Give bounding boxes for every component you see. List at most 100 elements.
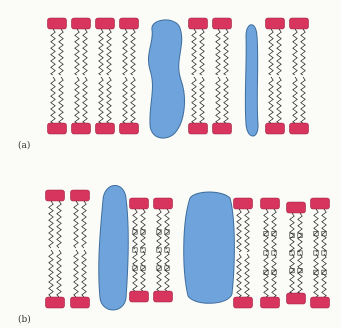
lipid-tail <box>264 254 268 297</box>
lipid-tail <box>141 209 145 249</box>
lipid-tail <box>165 251 169 291</box>
protein-slim-a <box>245 25 258 136</box>
lipid-tail <box>245 254 249 297</box>
lipid-head-bottom <box>311 297 330 308</box>
lipid-head-bottom <box>154 291 173 302</box>
lipid-head-top <box>189 18 208 29</box>
lipid-head-bottom <box>290 123 309 134</box>
lipid-head-top <box>46 190 65 201</box>
lipid-tail <box>75 77 79 123</box>
lipid-tail <box>314 209 318 252</box>
lipid-tail <box>269 29 273 75</box>
lipid-tail <box>51 77 55 123</box>
lipid-tail <box>59 77 63 123</box>
lipid-head-top <box>311 198 330 209</box>
lipid-head-top <box>130 198 149 209</box>
lipid-tail <box>133 209 137 249</box>
lipid-tail <box>224 77 228 123</box>
lipid-tail <box>290 254 294 293</box>
lipid-head-top <box>96 18 115 29</box>
protein-large-b1 <box>99 185 129 310</box>
lipid-tail <box>293 29 297 75</box>
lipid-head-top <box>261 198 280 209</box>
protein-large-a <box>148 20 184 138</box>
panel-b-label: (b) <box>18 315 31 325</box>
lipid-tail <box>269 77 273 123</box>
lipid-tail <box>277 29 281 75</box>
lipid-head-top <box>154 198 173 209</box>
lipid-tail <box>157 251 161 291</box>
lipid-tail <box>157 209 161 249</box>
lipid-tail <box>237 254 241 297</box>
lipid-head-bottom <box>213 123 232 134</box>
lipid-head-bottom <box>234 297 253 308</box>
lipid-head-top <box>266 18 285 29</box>
lipid-tail <box>165 209 169 249</box>
lipid-head-bottom <box>72 123 91 134</box>
lipid-tail <box>322 209 326 252</box>
lipid-tail <box>74 201 78 248</box>
lipid-tail <box>51 29 55 75</box>
lipid-tail <box>107 77 111 123</box>
lipid-head-bottom <box>96 123 115 134</box>
lipid-tail <box>322 254 326 297</box>
lipid-tail <box>237 209 241 252</box>
lipid-tail <box>277 77 281 123</box>
lipid-head-bottom <box>130 291 149 302</box>
lipid-tail <box>123 77 127 123</box>
lipid-tail <box>301 29 305 75</box>
lipid-tail <box>224 29 228 75</box>
lipid-tail <box>216 29 220 75</box>
lipid-tail <box>57 201 61 248</box>
lipid-head-top <box>72 18 91 29</box>
lipid-tail <box>131 29 135 75</box>
lipid-head-top <box>290 18 309 29</box>
lipid-head-bottom <box>261 297 280 308</box>
lipid-tail <box>59 29 63 75</box>
lipid-tail <box>272 254 276 297</box>
lipid-tail <box>123 29 127 75</box>
lipid-head-top <box>71 190 90 201</box>
lipid-tail <box>83 77 87 123</box>
lipid-head-top <box>213 18 232 29</box>
lipid-tail <box>75 29 79 75</box>
lipid-tail <box>133 251 137 291</box>
lipid-head-bottom <box>189 123 208 134</box>
lipid-tail <box>131 77 135 123</box>
lipid-tail <box>200 77 204 123</box>
lipid-head-top <box>234 198 253 209</box>
lipid-tail <box>107 29 111 75</box>
protein-large-b2 <box>184 192 235 303</box>
lipid-tail <box>82 201 86 248</box>
lipid-tail <box>298 254 302 293</box>
lipid-tail <box>192 29 196 75</box>
lipid-tail <box>314 254 318 297</box>
lipid-tail <box>57 250 61 297</box>
lipid-head-bottom <box>287 293 306 304</box>
lipid-head-top <box>48 18 67 29</box>
lipid-head-bottom <box>46 297 65 308</box>
lipid-tail <box>245 209 249 252</box>
lipid-head-top <box>287 202 306 213</box>
lipid-tail <box>298 213 302 252</box>
lipid-tail <box>99 77 103 123</box>
lipid-tail <box>192 77 196 123</box>
lipid-tail <box>264 209 268 252</box>
lipid-tail <box>83 29 87 75</box>
lipid-tail <box>49 201 53 248</box>
panel-a-label: (a) <box>18 141 30 151</box>
lipid-tail <box>74 250 78 297</box>
lipid-tail <box>49 250 53 297</box>
lipid-tail <box>301 77 305 123</box>
lipid-head-bottom <box>71 297 90 308</box>
lipid-tail <box>200 29 204 75</box>
lipid-head-top <box>120 18 139 29</box>
lipid-tail <box>216 77 220 123</box>
lipid-tail <box>82 250 86 297</box>
lipid-tail <box>272 209 276 252</box>
lipid-head-bottom <box>120 123 139 134</box>
lipid-tail <box>99 29 103 75</box>
lipid-tail <box>141 251 145 291</box>
